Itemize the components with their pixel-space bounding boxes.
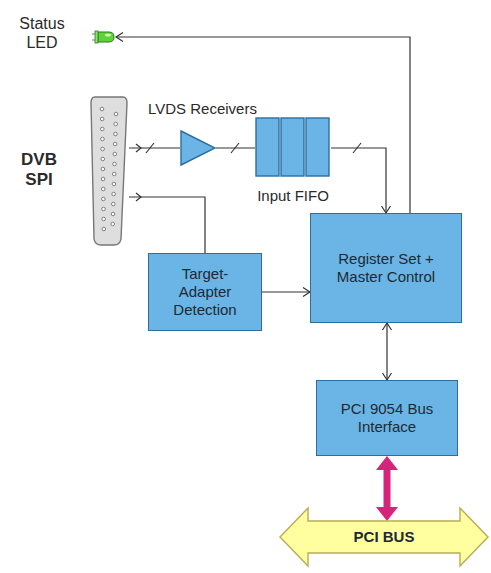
- input-fifo: Input FIFO: [244, 117, 342, 213]
- connector-line: [386, 323, 387, 380]
- connector: [129, 148, 180, 149]
- node-label: Status LED: [10, 14, 74, 52]
- lvds-receiver: LVDS Receivers: [148, 100, 258, 170]
- connector-line: [384, 468, 391, 509]
- connector: [216, 148, 255, 149]
- connector: [262, 288, 310, 297]
- node-label: Register Set + Master Control: [332, 250, 440, 286]
- connector-line: [262, 291, 310, 292]
- connector-line: [116, 37, 410, 213]
- connector-line: [129, 197, 205, 253]
- connector-line: [331, 148, 386, 213]
- node-label: DVB SPI: [10, 150, 68, 191]
- connector-line: [216, 147, 255, 148]
- process-box: PCI 9054 Bus Interface: [316, 380, 458, 456]
- node-label: Input FIFO: [244, 187, 342, 205]
- lvds-receiver-shape: [180, 130, 216, 166]
- node-label: PCI BUS: [354, 528, 415, 546]
- pci-bus: PCI BUS: [278, 505, 490, 569]
- dvb-spi-connector-shape: [89, 95, 129, 247]
- node-label: PCI 9054 Bus Interface: [331, 400, 443, 436]
- connector: [116, 33, 410, 214]
- bus-body: PCI BUS: [278, 521, 490, 553]
- connector-line: [129, 147, 180, 148]
- dvb-spi-connector: DVB SPI: [10, 92, 132, 248]
- arrowhead: [376, 507, 398, 521]
- input-fifo-shape: [255, 117, 331, 177]
- bus-link: [376, 456, 398, 521]
- connector: [129, 197, 205, 253]
- connector: [383, 323, 392, 380]
- status-led: Status LED: [10, 10, 124, 68]
- connector: [331, 148, 391, 213]
- node-label: Target-Adapter Detection: [159, 265, 251, 319]
- process-box: Target-Adapter Detection: [148, 253, 262, 331]
- arrowhead: [376, 456, 398, 470]
- status-led-shape: [92, 30, 116, 44]
- node-label: LVDS Receivers: [148, 100, 258, 118]
- process-box: Register Set + Master Control: [310, 213, 462, 323]
